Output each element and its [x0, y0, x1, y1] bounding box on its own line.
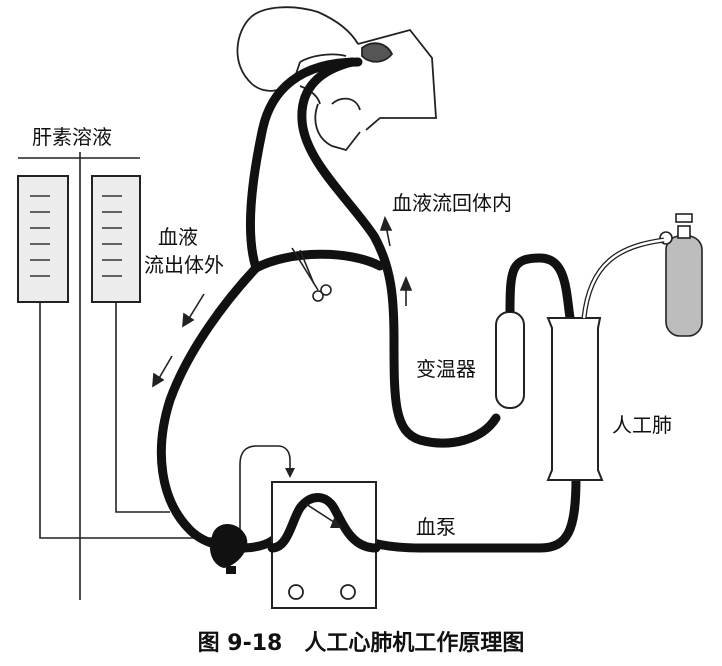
- bottle-scale-marks: [30, 195, 122, 277]
- pump-knob-right: [340, 584, 356, 600]
- label-heparin-solution: 肝素溶液: [32, 125, 112, 149]
- tubing: [156, 57, 581, 553]
- label-artificial-lung: 人工肺: [612, 413, 672, 437]
- heparin-bottles: [17, 152, 222, 600]
- heparin-bottle-left: [17, 175, 69, 303]
- figure-caption: 图 9-18 人工心肺机工作原理图: [198, 631, 525, 656]
- tube-venous-drain: [156, 57, 363, 551]
- label-blood-pump: 血泵: [416, 515, 456, 539]
- pump-bypass-line: [239, 445, 291, 540]
- oxygen-tank: [581, 213, 703, 337]
- label-blood-out-line2: 流出体外: [144, 253, 224, 277]
- label-heat-exchanger: 变温器: [416, 357, 476, 381]
- heat-exchanger: [495, 300, 525, 409]
- heparin-line-right: [115, 302, 170, 513]
- blood-pump: [239, 445, 381, 609]
- tube-clamp: [291, 247, 332, 302]
- artificial-lung: [546, 317, 604, 481]
- reservoir-connector: [209, 524, 248, 574]
- label-blood-out-line1: 血液: [158, 225, 198, 249]
- patient-figure: [236, 6, 437, 152]
- tube-upper-bridge: [251, 249, 385, 273]
- tube-exchanger-to-lung: [505, 253, 575, 323]
- heparin-line-left: [39, 302, 222, 539]
- pump-knob-left: [288, 584, 304, 600]
- label-blood-return: 血液流回体内: [392, 191, 512, 215]
- tube-arterial-return: [297, 57, 501, 448]
- heparin-bottle-right: [91, 175, 141, 303]
- flow-arrows: [152, 215, 413, 388]
